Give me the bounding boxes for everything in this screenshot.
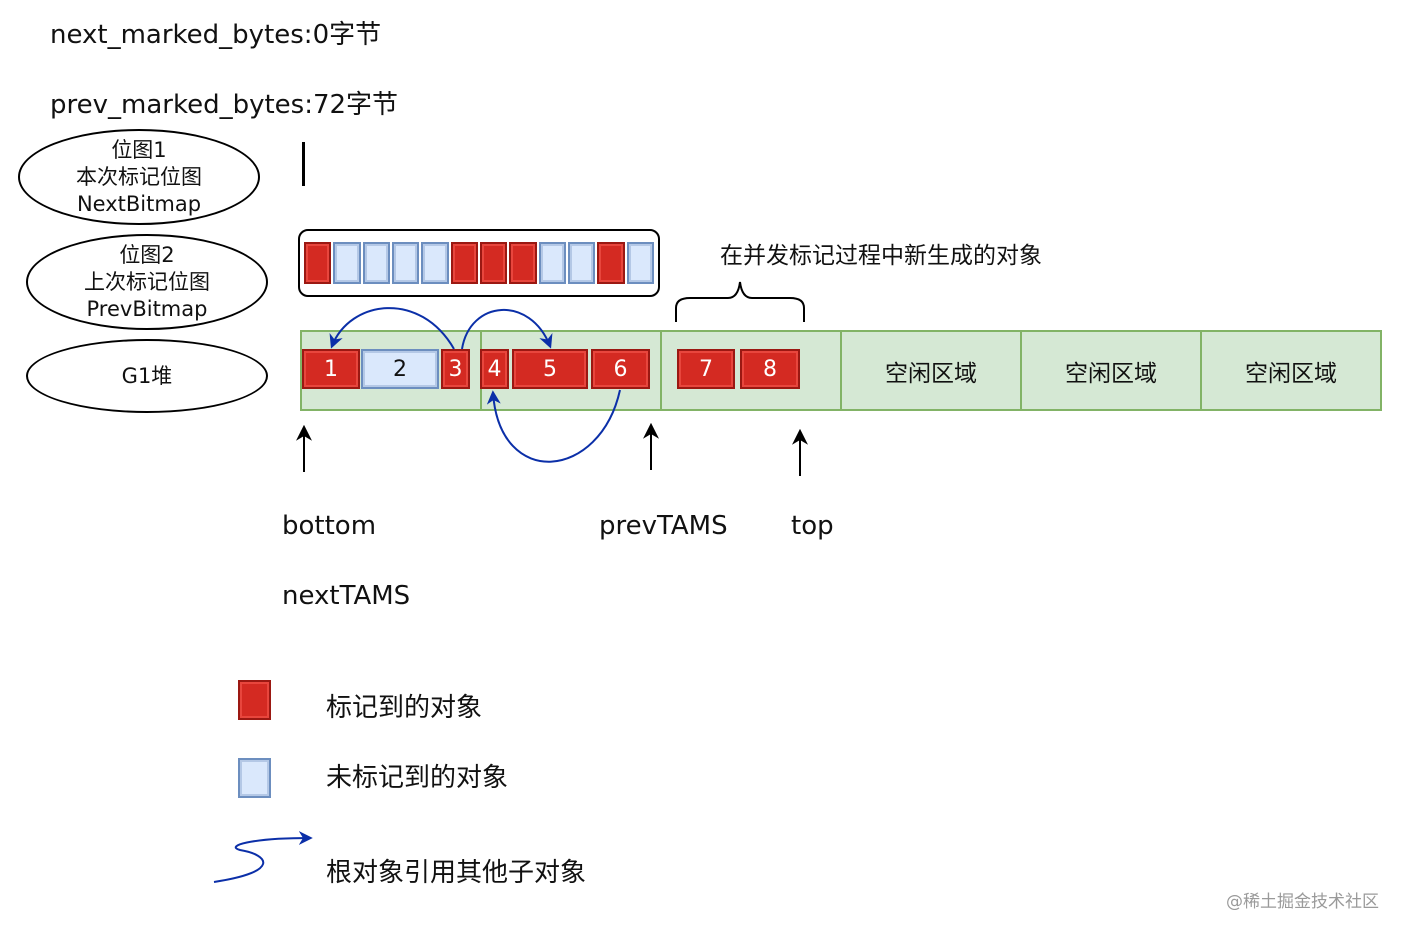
bitmap-cell-6 bbox=[450, 242, 478, 284]
heap-object-4: 4 bbox=[480, 349, 509, 389]
watermark-text: @稀土掘金技术社区 bbox=[1226, 892, 1379, 912]
object-label: 7 bbox=[699, 356, 713, 382]
bitmap-cell-11 bbox=[597, 242, 625, 284]
heap-object-5: 5 bbox=[512, 349, 588, 389]
next-marked-bytes-label: next_marked_bytes:0字节 bbox=[50, 20, 382, 50]
prev-bitmap-ellipse: 位图2 上次标记位图 PrevBitmap bbox=[26, 234, 268, 330]
free-region-label: 空闲区域 bbox=[1245, 360, 1337, 387]
bottom-label: bottom bbox=[282, 511, 377, 541]
object-label: 4 bbox=[487, 356, 502, 382]
free-region-label: 空闲区域 bbox=[1065, 360, 1157, 387]
prevtams-label: prevTAMS bbox=[599, 511, 728, 541]
free-region-3: 空闲区域 bbox=[1200, 330, 1382, 411]
heap-object-1: 1 bbox=[302, 349, 360, 389]
object-label: 6 bbox=[613, 356, 628, 382]
ellipse-line: 位图1 bbox=[111, 137, 167, 162]
heap-object-3: 3 bbox=[441, 349, 470, 389]
object-label: 3 bbox=[448, 356, 463, 382]
free-region-label: 空闲区域 bbox=[885, 360, 977, 387]
legend-unmarked-label: 未标记到的对象 bbox=[326, 763, 509, 793]
bitmap-cell-2 bbox=[333, 242, 361, 284]
object-label: 2 bbox=[393, 356, 407, 382]
legend-marked-swatch bbox=[238, 680, 271, 720]
object-label: 1 bbox=[324, 356, 338, 382]
bitmap-cell-8 bbox=[509, 242, 537, 284]
brace-label: 在并发标记过程中新生成的对象 bbox=[720, 243, 1042, 269]
reference-arrow-3-to-1 bbox=[329, 307, 455, 350]
legend-reference-label: 根对象引用其他子对象 bbox=[326, 858, 587, 888]
bitmap-cell-1 bbox=[304, 242, 332, 284]
g1-heap-ellipse: G1堆 bbox=[26, 339, 268, 413]
legend-reference-arrow bbox=[213, 831, 313, 883]
nexttams-label: nextTAMS bbox=[282, 581, 411, 611]
next-bitmap-empty-bar bbox=[302, 142, 305, 186]
ellipse-line: NextBitmap bbox=[76, 191, 202, 216]
next-bitmap-ellipse: 位图1 本次标记位图 NextBitmap bbox=[18, 129, 260, 225]
heap-object-6: 6 bbox=[591, 349, 650, 389]
heap-object-7: 7 bbox=[677, 349, 735, 389]
legend-marked-label: 标记到的对象 bbox=[326, 693, 483, 723]
object-label: 5 bbox=[543, 356, 557, 382]
bitmap-cell-3 bbox=[362, 242, 390, 284]
bitmap-cell-5 bbox=[421, 242, 449, 284]
ellipse-line: PrevBitmap bbox=[86, 296, 208, 321]
free-region-1: 空闲区域 bbox=[840, 330, 1022, 411]
heap-object-8: 8 bbox=[740, 349, 800, 389]
bitmap-cell-9 bbox=[538, 242, 566, 284]
bitmap-cell-12 bbox=[626, 242, 654, 284]
free-region-2: 空闲区域 bbox=[1020, 330, 1202, 411]
ellipse-line: 本次标记位图 bbox=[76, 164, 202, 189]
ellipse-line: 位图2 bbox=[119, 242, 175, 267]
top-label: top bbox=[791, 511, 834, 541]
bitmap-cell-7 bbox=[480, 242, 508, 284]
ellipse-line: 上次标记位图 bbox=[84, 269, 210, 294]
reference-arrow-3-to-5 bbox=[461, 308, 553, 350]
object-label: 8 bbox=[763, 356, 777, 382]
bitmap-cell-4 bbox=[392, 242, 420, 284]
reference-arrow-6-to-4 bbox=[486, 389, 621, 463]
ellipse-line: G1堆 bbox=[121, 363, 173, 388]
bitmap-cell-10 bbox=[568, 242, 596, 284]
legend-unmarked-swatch bbox=[238, 758, 271, 798]
new-objects-brace bbox=[675, 281, 805, 322]
heap-object-2: 2 bbox=[361, 349, 439, 389]
prev-marked-bytes-label: prev_marked_bytes:72字节 bbox=[50, 90, 399, 120]
